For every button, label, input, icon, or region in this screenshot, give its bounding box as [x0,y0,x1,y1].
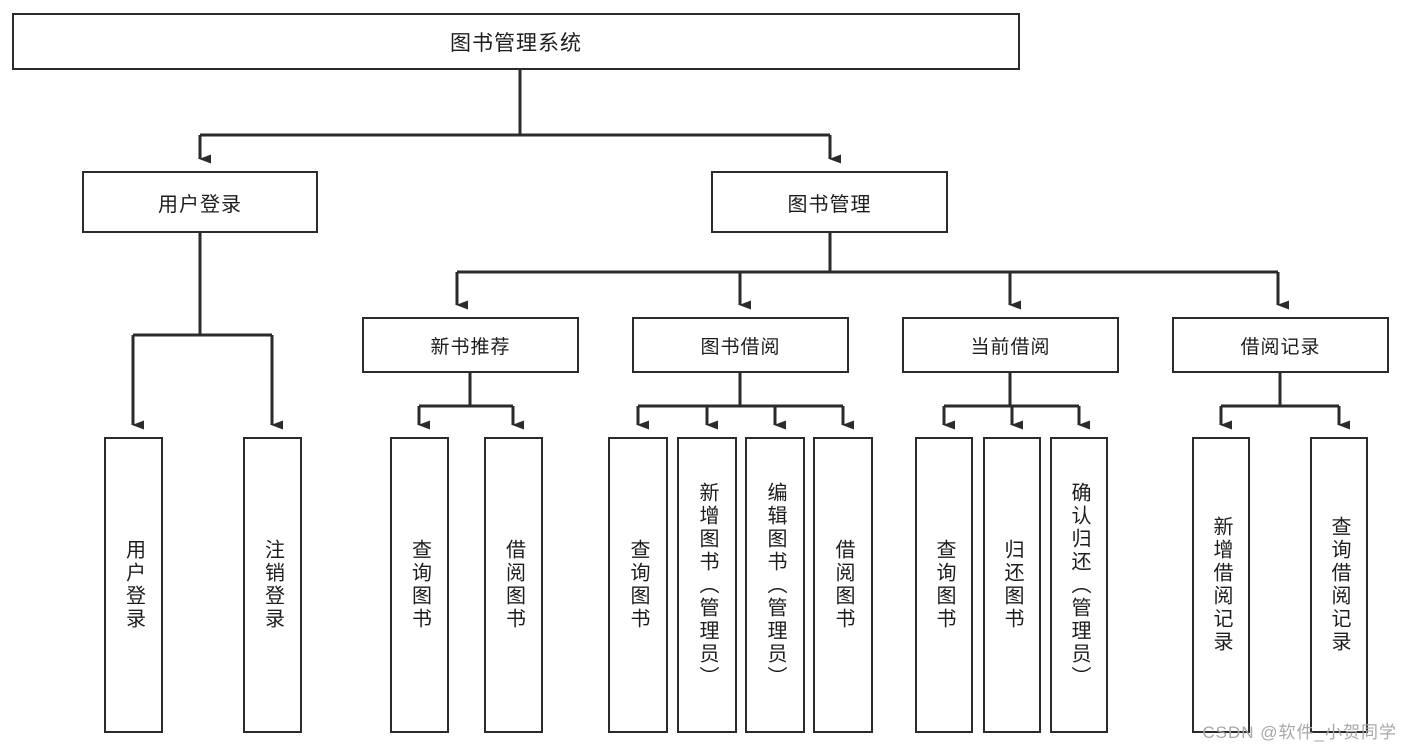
node-label: 确认归还（管理员） [1068,481,1090,689]
node-label: 新书推荐 [430,336,511,358]
node-user-login[interactable]: 用户登录 [82,171,318,233]
node-root-system[interactable]: 图书管理系统 [12,13,1020,70]
node-label: 图书借阅 [700,336,781,358]
node-borrow-record[interactable]: 借阅记录 [1172,317,1389,373]
node-add-borrow-record[interactable]: 新增借阅记录 [1192,437,1250,733]
node-label: 图书管理系统 [450,31,582,55]
node-label: 用户登录 [122,539,145,631]
node-new-book-recommend[interactable]: 新书推荐 [362,317,579,373]
node-edit-book-admin[interactable]: 编辑图书（管理员） [745,437,805,733]
node-book-borrow[interactable]: 图书借阅 [632,317,849,373]
node-label: 归还图书 [1001,539,1023,631]
node-label: 借阅记录 [1240,336,1321,358]
node-query-borrow-record[interactable]: 查询借阅记录 [1310,437,1368,733]
node-label: 借阅图书 [502,539,525,631]
node-query-book-current[interactable]: 查询图书 [915,437,973,733]
node-label: 查询图书 [933,539,955,631]
node-label: 用户登录 [158,193,242,216]
node-user-login-leaf[interactable]: 用户登录 [104,437,163,733]
node-label: 注销登录 [261,539,284,631]
node-label: 编辑图书（管理员） [764,481,786,689]
node-label: 新增图书（管理员） [696,481,718,689]
node-label: 借阅图书 [832,539,854,631]
node-current-borrow[interactable]: 当前借阅 [902,317,1119,373]
node-book-management[interactable]: 图书管理 [711,171,948,233]
node-label: 当前借阅 [970,336,1051,358]
node-confirm-return-admin[interactable]: 确认归还（管理员） [1050,437,1108,733]
node-borrow-book-recommend[interactable]: 借阅图书 [484,437,543,733]
node-return-book[interactable]: 归还图书 [983,437,1041,733]
node-add-book-admin[interactable]: 新增图书（管理员） [677,437,737,733]
node-label: 查询图书 [627,539,649,631]
node-logout-leaf[interactable]: 注销登录 [243,437,302,733]
node-query-book-borrow[interactable]: 查询图书 [608,437,668,733]
node-borrow-book-leaf[interactable]: 借阅图书 [813,437,873,733]
node-label: 新增借阅记录 [1210,516,1232,654]
node-label: 查询借阅记录 [1328,516,1350,654]
node-label: 图书管理 [787,193,872,216]
node-query-book-recommend[interactable]: 查询图书 [390,437,449,733]
node-label: 查询图书 [408,539,431,631]
